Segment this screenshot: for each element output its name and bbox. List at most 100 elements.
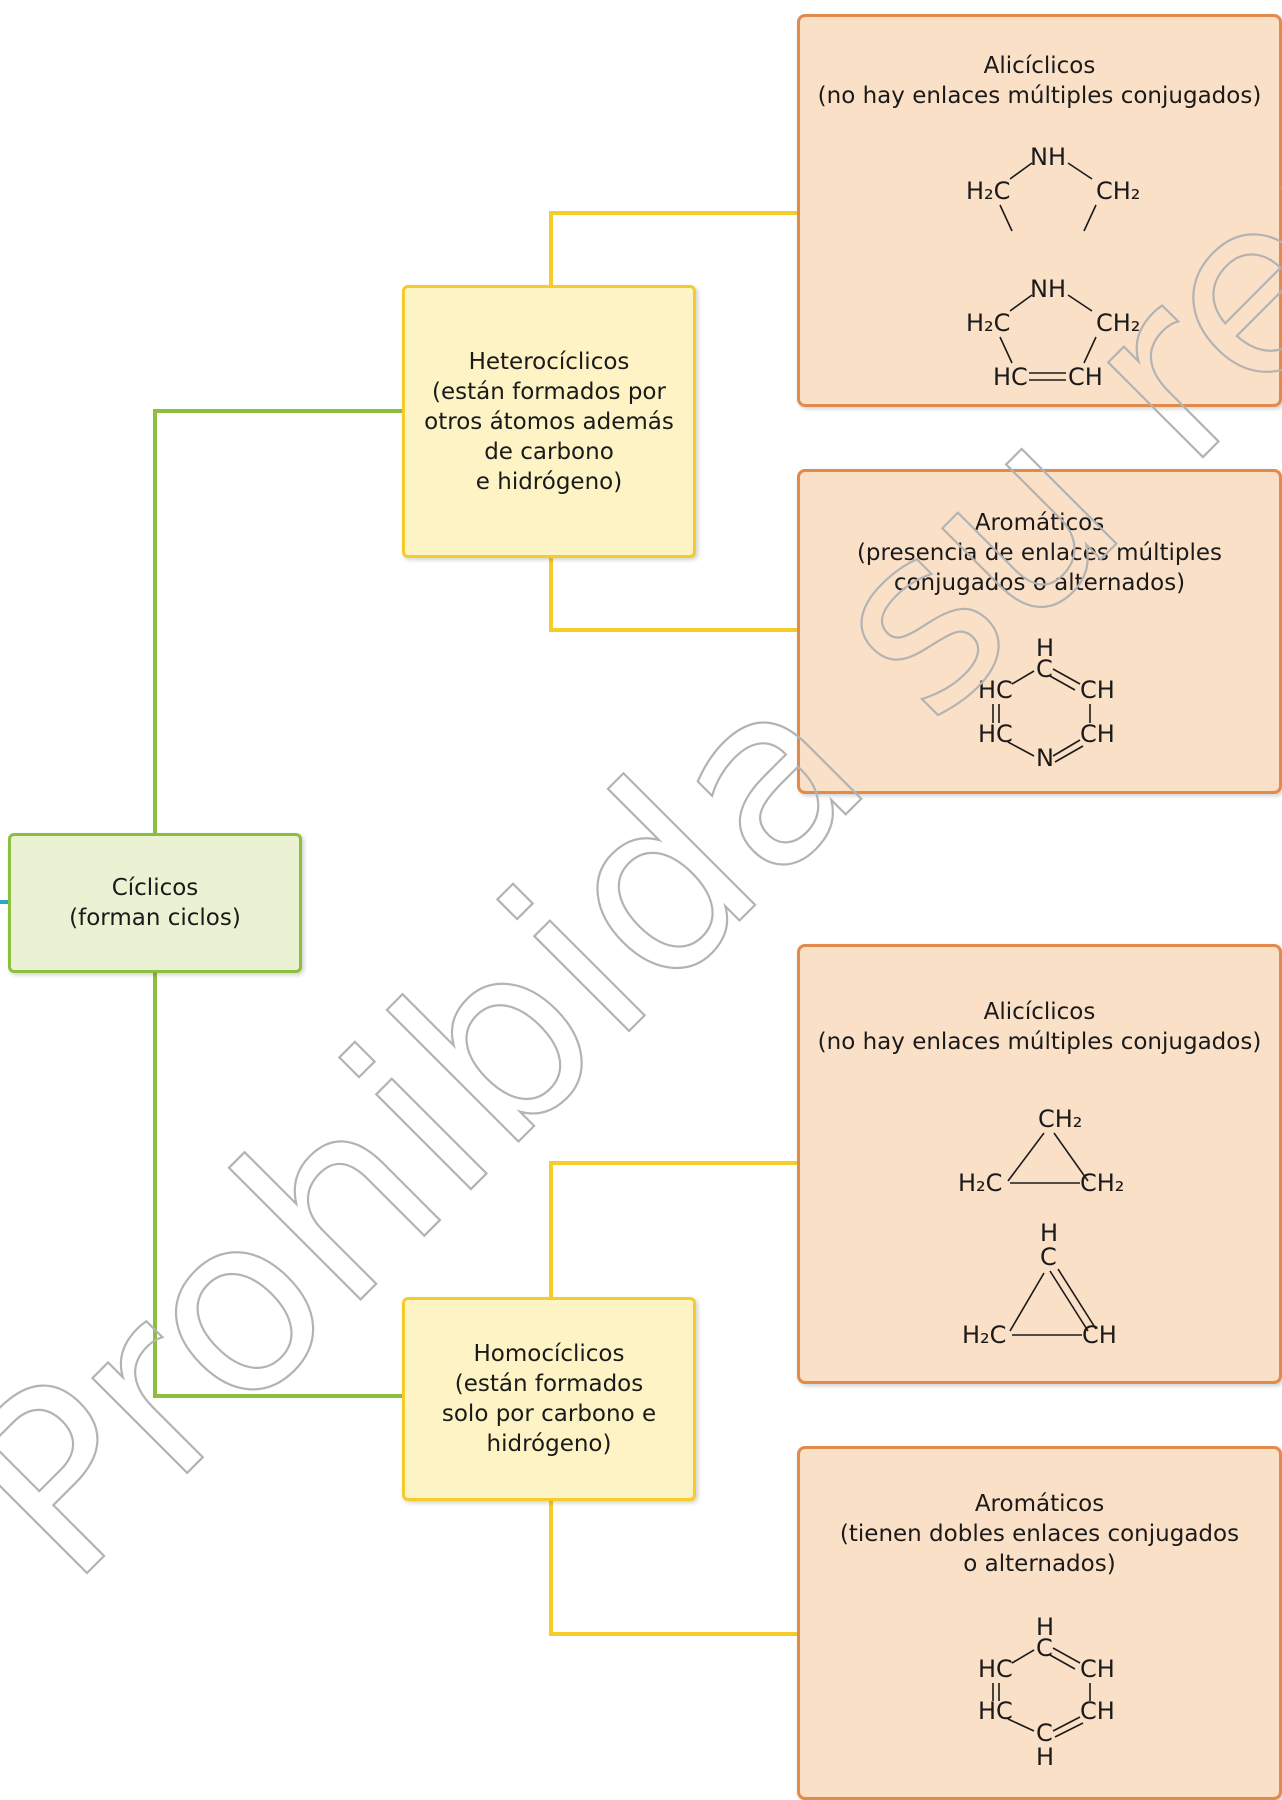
atom-ch2: CH₂ [1080, 1169, 1124, 1197]
bond [1011, 670, 1035, 685]
atom-h2c: H₂C [962, 1321, 1006, 1349]
atom-h: H [1036, 634, 1054, 662]
atom-h: H [1040, 1219, 1058, 1247]
atom-ch2: CH₂ [1096, 309, 1140, 337]
node-hetero-aliciclicos: Alicíclicos (no hay enlaces múltiples co… [797, 14, 1282, 407]
atom-c: C [1036, 1719, 1053, 1747]
atom-h2c: H₂C [982, 231, 1026, 233]
bond [1007, 741, 1035, 757]
watermark-text: Prohibida su reproducción [0, 0, 1282, 1632]
node-homociclicos: Homocíclicos (están formados solo por ca… [402, 1297, 696, 1501]
homo-aromaticos-desc-1: (tienen dobles enlaces conjugados [839, 1521, 1240, 1547]
atom-hc: HC [978, 1697, 1013, 1725]
atom-ch: CH [1080, 1655, 1115, 1683]
homo-aromaticos-desc-2: o alternados) [963, 1551, 1116, 1577]
bond [1067, 294, 1093, 312]
bond [1067, 162, 1093, 180]
node-heterociclicos-desc-4: e hidrógeno) [475, 468, 623, 495]
atom-ch: CH [1068, 363, 1103, 391]
bond [1009, 162, 1033, 180]
atom-h2c: H₂C [966, 309, 1010, 337]
atom-nh: NH [1030, 143, 1066, 171]
bond [1083, 204, 1097, 232]
double-bond [1049, 675, 1076, 691]
node-homociclicos-desc-2: solo por carbono e [441, 1401, 657, 1427]
double-bond [1049, 1270, 1089, 1332]
homo-aliciclicos-title: Alicíclicos [983, 999, 1096, 1025]
hetero-aliciclicos-title: Alicíclicos [983, 53, 1096, 79]
atom-c: C [1040, 1243, 1057, 1271]
node-heterociclicos: Heterocíclicos (están formados por otros… [402, 285, 696, 558]
hetero-aromaticos-desc-1: (presencia de enlaces múltiples [856, 540, 1223, 566]
connector-homo-aromaticos [549, 1501, 797, 1636]
atom-h2c: H₂C [958, 1169, 1002, 1197]
pyrroline-structure: NH H₂C CH₂ HC CH [966, 275, 1140, 391]
hetero-aromaticos-desc-2: conjugados o alternados) [893, 570, 1186, 596]
node-hetero-aromaticos: Aromáticos (presencia de enlaces múltipl… [797, 469, 1282, 794]
homo-aliciclicos-desc: (no hay enlaces múltiples conjugados) [817, 1029, 1262, 1055]
bond [1053, 1132, 1089, 1182]
node-ciclicos-subtitle: (forman ciclos) [69, 905, 241, 931]
cyclopropene-structure: H C H₂C CH [962, 1219, 1117, 1349]
atom-ch2: CH₂ [1038, 1105, 1082, 1133]
bond [999, 204, 1013, 232]
connector-ciclicos-homo [153, 973, 402, 1398]
double-bond [1052, 668, 1081, 685]
hetero-aliciclicos-desc: (no hay enlaces múltiples conjugados) [817, 83, 1262, 109]
atom-hc: HC [978, 720, 1013, 748]
node-homociclicos-desc-3: hidrógeno) [486, 1431, 612, 1457]
connector-ciclicos-hetero [153, 409, 402, 833]
bond [1011, 1649, 1035, 1664]
atom-hc: HC [978, 676, 1013, 704]
node-homociclicos-title: Homocíclicos [473, 1341, 625, 1367]
atom-ch: CH [1080, 1697, 1115, 1725]
atom-hc: HC [993, 363, 1028, 391]
atom-h2c: H₂C [966, 177, 1010, 205]
atom-ch: CH [1080, 720, 1115, 748]
atom-h: H [1036, 1613, 1054, 1641]
double-bond [1052, 1716, 1081, 1732]
atom-ch: CH [1080, 676, 1115, 704]
atom-nh: NH [1030, 275, 1066, 303]
atom-c: C [1036, 655, 1053, 683]
node-homo-aliciclicos: Alicíclicos (no hay enlaces múltiples co… [797, 944, 1282, 1384]
atom-ch2: CH₂ [1096, 177, 1140, 205]
double-bond [1052, 739, 1081, 757]
double-bond [1057, 1268, 1097, 1330]
connector-hetero-aliciclicos [549, 211, 797, 285]
node-homo-aromaticos: Aromáticos (tienen dobles enlaces conjug… [797, 1446, 1282, 1800]
bond [1009, 294, 1033, 312]
atom-hc: HC [978, 1655, 1013, 1683]
double-bond [1054, 745, 1084, 763]
node-heterociclicos-title: Heterocíclicos [468, 348, 630, 375]
benzene-structure: H C HC CH HC CH C H [978, 1613, 1115, 1771]
node-ciclicos-title: Cíclicos [111, 875, 199, 901]
node-heterociclicos-desc-2: otros átomos además [424, 408, 674, 435]
hetero-aromaticos-title: Aromáticos [974, 510, 1105, 536]
bond [1009, 1272, 1045, 1332]
atom-ch2: CH₂ [1068, 231, 1112, 233]
node-ciclicos: Cíclicos (forman ciclos) [8, 833, 302, 973]
connector-homo-aliciclicos [549, 1161, 797, 1297]
node-homociclicos-desc-1: (están formados [454, 1371, 644, 1397]
node-heterociclicos-desc-3: de carbono [484, 438, 614, 465]
double-bond [1049, 1654, 1076, 1670]
pyridine-structure: H C HC CH HC CH N [978, 634, 1115, 772]
bond [1083, 336, 1097, 364]
homo-aromaticos-title: Aromáticos [974, 1491, 1105, 1517]
bond [1007, 1718, 1035, 1732]
bond [999, 336, 1013, 364]
double-bond [1054, 1722, 1084, 1738]
double-bond [1052, 1647, 1081, 1664]
node-heterociclicos-desc-1: (están formados por [432, 378, 666, 405]
atom-h: H [1036, 1743, 1054, 1771]
connector-hetero-aromaticos [549, 558, 797, 632]
cyclopropane-structure: CH₂ H₂C CH₂ [958, 1105, 1124, 1197]
pyrrolidine-structure: NH H₂C CH₂ H₂C CH₂ [966, 143, 1140, 233]
atom-ch: CH [1082, 1321, 1117, 1349]
atom-c: C [1036, 1634, 1053, 1662]
atom-n: N [1036, 744, 1054, 772]
bond [1007, 1132, 1045, 1182]
